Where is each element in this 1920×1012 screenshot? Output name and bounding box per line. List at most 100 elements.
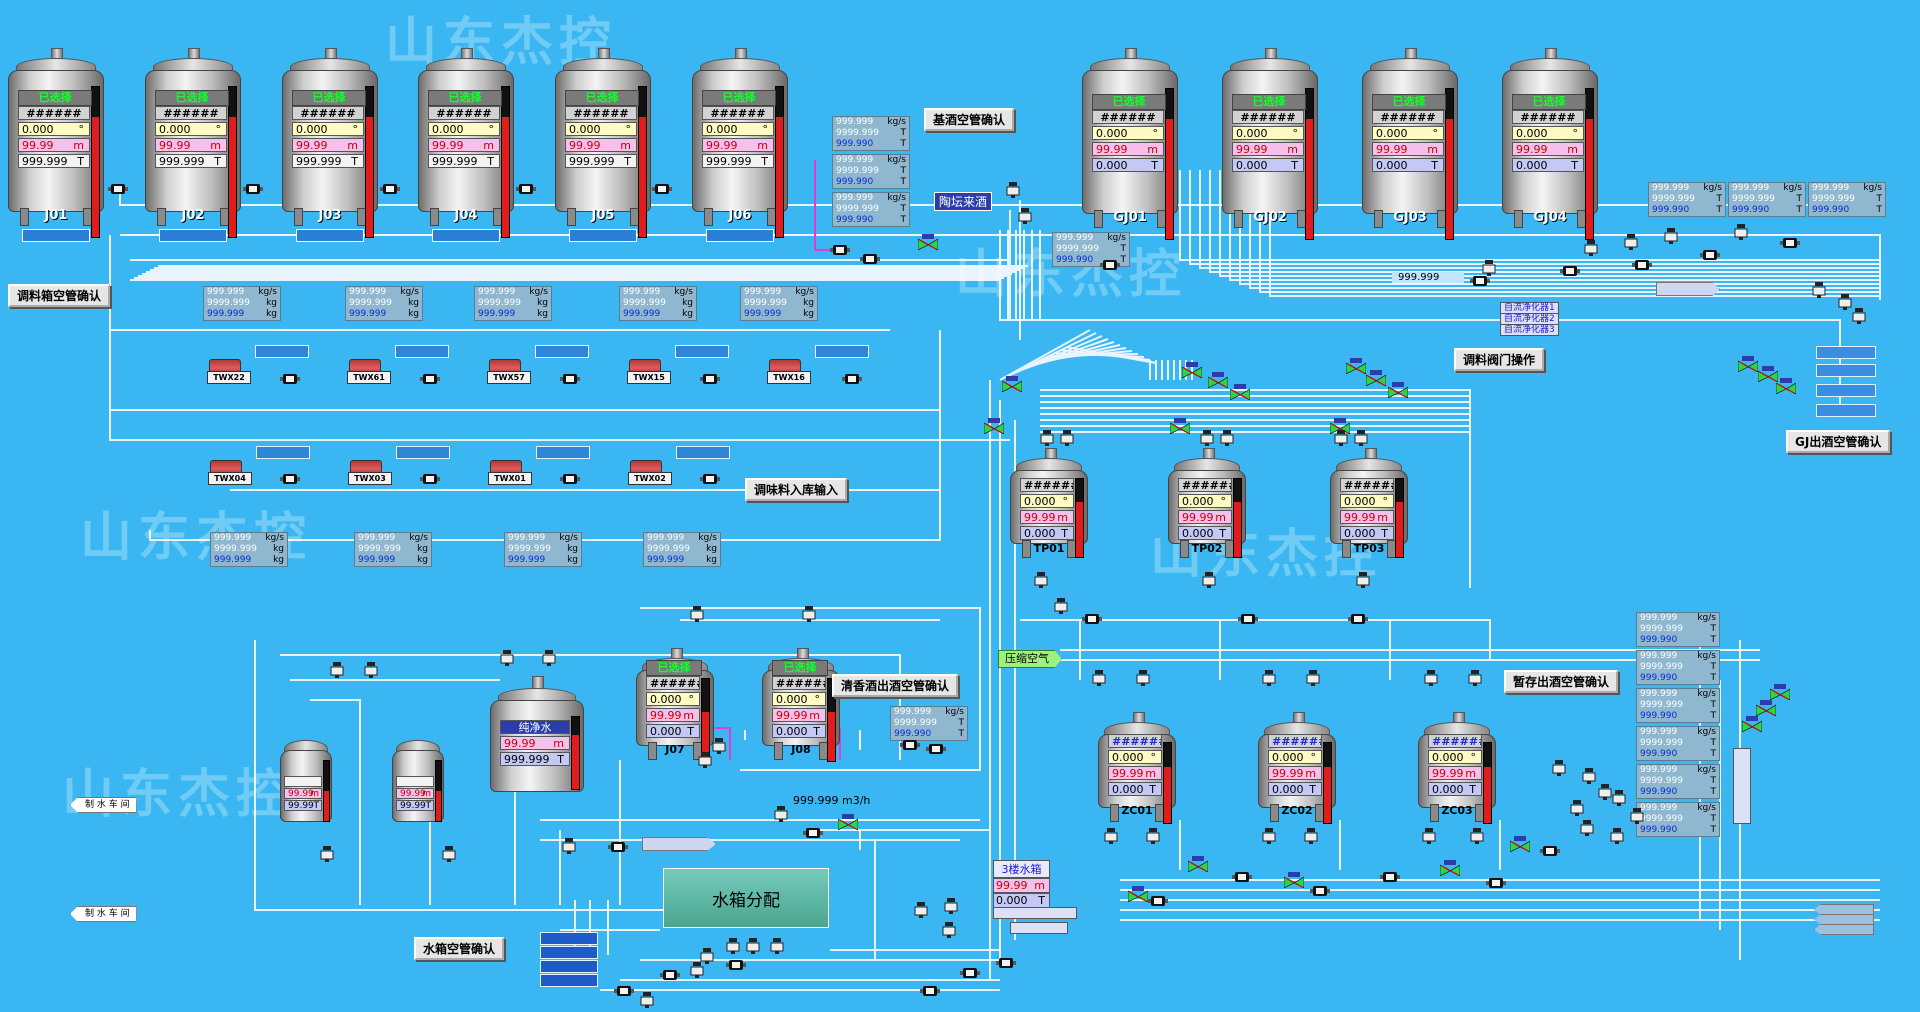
- manual-valve[interactable]: [1034, 572, 1048, 588]
- manual-valve[interactable]: [1146, 828, 1160, 844]
- status-field[interactable]: [1816, 346, 1876, 359]
- manual-valve[interactable]: [1584, 240, 1598, 256]
- water-tank-field[interactable]: [540, 960, 598, 973]
- meter-device[interactable]: [842, 372, 862, 386]
- manual-valve[interactable]: [1734, 224, 1748, 240]
- solenoid-valve[interactable]: [1741, 716, 1763, 733]
- manual-valve[interactable]: [500, 650, 514, 666]
- solenoid-valve[interactable]: [837, 814, 859, 831]
- tank-selected-status[interactable]: 已选择: [1512, 94, 1586, 110]
- manual-valve[interactable]: [1040, 430, 1054, 446]
- manual-valve[interactable]: [1018, 208, 1032, 224]
- meter-device[interactable]: [516, 182, 536, 196]
- solenoid-valve[interactable]: [1387, 382, 1409, 399]
- water-tank-distribution-box[interactable]: 水箱分配: [663, 868, 829, 928]
- pump-setpoint-field[interactable]: [396, 446, 450, 459]
- meter-device[interactable]: [926, 742, 946, 756]
- manual-valve[interactable]: [1356, 572, 1370, 588]
- manual-valve[interactable]: [1054, 598, 1068, 614]
- manual-valve[interactable]: [1136, 670, 1150, 686]
- meter-device[interactable]: [900, 738, 920, 752]
- tank-tag-field[interactable]: [22, 229, 90, 242]
- solenoid-valve[interactable]: [917, 234, 939, 251]
- manual-valve[interactable]: [330, 662, 344, 678]
- meter-device[interactable]: [280, 372, 300, 386]
- seasoning-stock-input-button[interactable]: 调味料入库输入: [745, 478, 848, 501]
- manual-valve[interactable]: [1334, 430, 1348, 446]
- seasoning-pump[interactable]: TWX02: [628, 446, 730, 485]
- manual-valve[interactable]: [944, 898, 958, 914]
- manual-valve[interactable]: [802, 606, 816, 622]
- seasoning-valve-operation-button[interactable]: 调料阀门操作: [1454, 348, 1545, 371]
- solenoid-valve[interactable]: [1509, 836, 1531, 853]
- seasoning-pump[interactable]: TWX01: [488, 446, 590, 485]
- meter-device[interactable]: [1232, 870, 1252, 884]
- meter-device[interactable]: [1700, 248, 1720, 262]
- meter-device[interactable]: [420, 372, 440, 386]
- meter-device[interactable]: [560, 372, 580, 386]
- tank-selected-status[interactable]: 已选择: [702, 90, 776, 106]
- meter-device[interactable]: [803, 826, 823, 840]
- manual-valve[interactable]: [320, 846, 334, 862]
- meter-device[interactable]: [960, 966, 980, 980]
- tank-selected-status[interactable]: 已选择: [565, 90, 639, 106]
- manual-valve[interactable]: [1598, 784, 1612, 800]
- manual-valve[interactable]: [1220, 430, 1234, 446]
- seasoning-pump[interactable]: TWX04: [208, 446, 310, 485]
- pump-setpoint-field[interactable]: [535, 345, 589, 358]
- solenoid-valve[interactable]: [1345, 358, 1367, 375]
- tank-selected-status[interactable]: 已选择: [1232, 94, 1306, 110]
- meter-device[interactable]: [1560, 264, 1580, 278]
- seasoning-pump[interactable]: TWX22: [207, 345, 309, 384]
- meter-device[interactable]: [280, 472, 300, 486]
- solenoid-valve[interactable]: [1169, 418, 1191, 435]
- meter-device[interactable]: [614, 984, 634, 998]
- meter-device[interactable]: [860, 252, 880, 266]
- meter-device[interactable]: [830, 243, 850, 257]
- meter-device[interactable]: [1310, 884, 1330, 898]
- meter-device[interactable]: [420, 472, 440, 486]
- seasoning-tank-empty-pipe-confirm-button[interactable]: 调料箱空管确认: [8, 284, 111, 307]
- solenoid-valve[interactable]: [1187, 856, 1209, 873]
- manual-valve[interactable]: [770, 938, 784, 954]
- tank-tag-field[interactable]: [159, 229, 227, 242]
- gj-out-empty-pipe-confirm-button[interactable]: GJ出酒空管确认: [1786, 430, 1891, 453]
- seasoning-pump[interactable]: TWX61: [347, 345, 449, 384]
- manual-valve[interactable]: [1470, 828, 1484, 844]
- meter-device[interactable]: [1148, 894, 1168, 908]
- tank-selected-status[interactable]: 已选择: [646, 660, 702, 676]
- tank-selected-status[interactable]: 已选择: [155, 90, 229, 106]
- solenoid-valve[interactable]: [1001, 376, 1023, 393]
- meter-device[interactable]: [1348, 612, 1368, 626]
- pump-setpoint-field[interactable]: [676, 446, 730, 459]
- manual-valve[interactable]: [726, 938, 740, 954]
- water-tank-field[interactable]: [540, 946, 598, 959]
- qingxiang-out-empty-pipe-confirm-button[interactable]: 清香酒出酒空管确认: [832, 674, 959, 697]
- manual-valve[interactable]: [914, 902, 928, 918]
- water-tank-empty-pipe-confirm-button[interactable]: 水箱空管确认: [414, 937, 505, 960]
- solenoid-valve[interactable]: [1439, 860, 1461, 877]
- pump-setpoint-field[interactable]: [256, 446, 310, 459]
- meter-device[interactable]: [1082, 612, 1102, 626]
- solenoid-valve[interactable]: [1127, 886, 1149, 903]
- meter-device[interactable]: [1470, 274, 1490, 288]
- manual-valve[interactable]: [1006, 182, 1020, 198]
- meter-device[interactable]: [243, 182, 263, 196]
- manual-valve[interactable]: [1060, 430, 1074, 446]
- manual-valve[interactable]: [690, 962, 704, 978]
- meter-device[interactable]: [920, 984, 940, 998]
- manual-valve[interactable]: [1630, 808, 1644, 824]
- seasoning-pump[interactable]: TWX03: [348, 446, 450, 485]
